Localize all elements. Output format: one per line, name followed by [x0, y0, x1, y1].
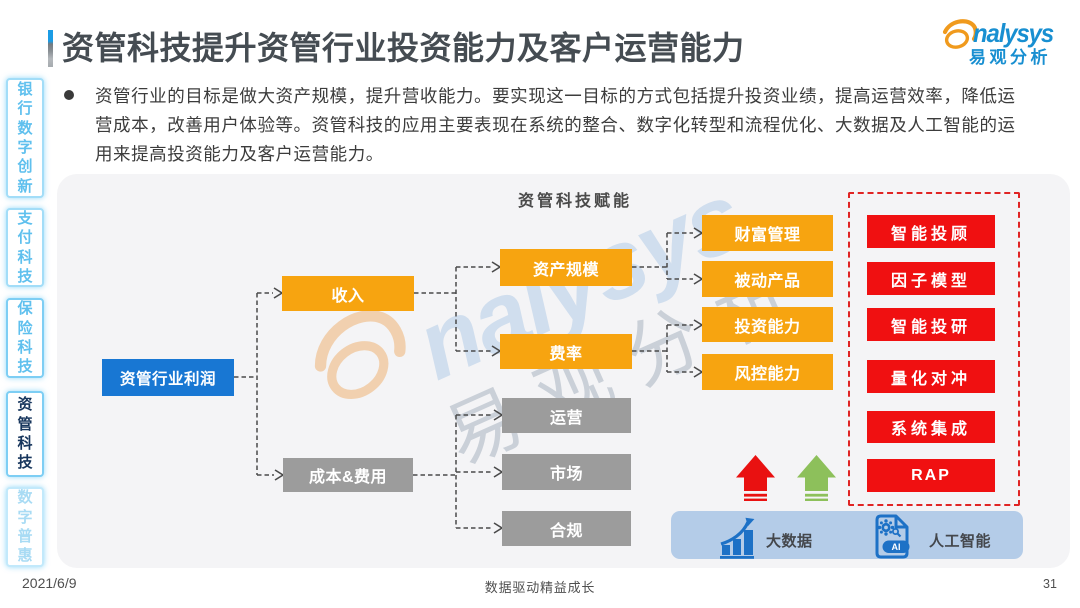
big-data-icon: [720, 517, 755, 559]
sidebar-tab-inclusive-finance[interactable]: 数字普惠: [6, 487, 44, 567]
footer-slogan: 数据驱动精益成长: [484, 580, 596, 595]
sidebar-tab-asset-management[interactable]: 资管科技: [6, 391, 44, 477]
intro-line-1: 资管行业的目标是做大资产规模，提升营收能力。要实现这一目标的方式包括提升投资业绩…: [95, 86, 1016, 106]
tech-item-robo-advisor[interactable]: 智能投顾: [867, 215, 995, 248]
node-operations[interactable]: 运营: [502, 398, 631, 433]
logo-cn-text: 易观分析: [969, 48, 1051, 67]
sidebar-tab-payment[interactable]: 支付科技: [6, 208, 44, 287]
diagram-title: 资管科技赋能: [517, 193, 632, 210]
tech-dashed-frame: [848, 192, 1020, 506]
footer-page-number: 31: [1043, 577, 1057, 591]
tech-item-quant-hedging[interactable]: 量化对冲: [867, 360, 995, 393]
up-arrow-red: [736, 455, 775, 501]
ai-label: 人工智能: [929, 533, 992, 550]
node-fee-rate[interactable]: 费率: [500, 334, 632, 369]
node-investment-ability[interactable]: 投资能力: [702, 307, 833, 342]
tech-item-system-integration[interactable]: 系统集成: [867, 411, 995, 443]
up-arrow-green: [797, 455, 836, 501]
bullet-dot: [64, 90, 74, 100]
ai-icon: AI: [875, 514, 910, 559]
intro-line-3: 用来提高投资能力及客户运营能力。: [95, 144, 384, 164]
tech-item-factor-model[interactable]: 因子模型: [867, 262, 995, 295]
node-income[interactable]: 收入: [282, 276, 414, 311]
logo-swoosh-icon: [942, 19, 978, 49]
sidebar-tab-banking[interactable]: 银行数字创新: [6, 78, 44, 198]
page-title: 资管科技提升资管行业投资能力及客户运营能力: [62, 30, 745, 66]
svg-text:AI: AI: [892, 542, 901, 552]
tech-item-rap[interactable]: RAP: [867, 459, 995, 492]
node-compliance[interactable]: 合规: [502, 511, 631, 546]
node-passive-products[interactable]: 被动产品: [702, 261, 833, 297]
node-risk-control[interactable]: 风控能力: [702, 354, 833, 390]
logo-latin-text: nalysys: [973, 18, 1054, 48]
node-wealth-management[interactable]: 财富管理: [702, 215, 833, 251]
node-industry-profit[interactable]: 资管行业利润: [102, 359, 234, 396]
analysys-logo: nalysys 易观分析: [942, 16, 1054, 70]
sidebar-tab-insurance[interactable]: 保险科技: [6, 298, 44, 378]
title-accent-bar: [48, 30, 53, 67]
intro-line-2: 营成本，改善用户体验等。资管科技的应用主要表现在系统的整合、数字化转型和流程优化…: [95, 115, 1016, 135]
node-market[interactable]: 市场: [502, 454, 631, 490]
footer-date: 2021/6/9: [22, 575, 77, 591]
big-data-label: 大数据: [766, 533, 813, 550]
node-asset-scale[interactable]: 资产规模: [500, 249, 632, 286]
tech-item-smart-research[interactable]: 智能投研: [867, 308, 995, 341]
intro-paragraph: 资管行业的目标是做大资产规模，提升营收能力。要实现这一目标的方式包括提升投资业绩…: [95, 82, 1045, 169]
node-cost-expense[interactable]: 成本&费用: [283, 458, 413, 492]
